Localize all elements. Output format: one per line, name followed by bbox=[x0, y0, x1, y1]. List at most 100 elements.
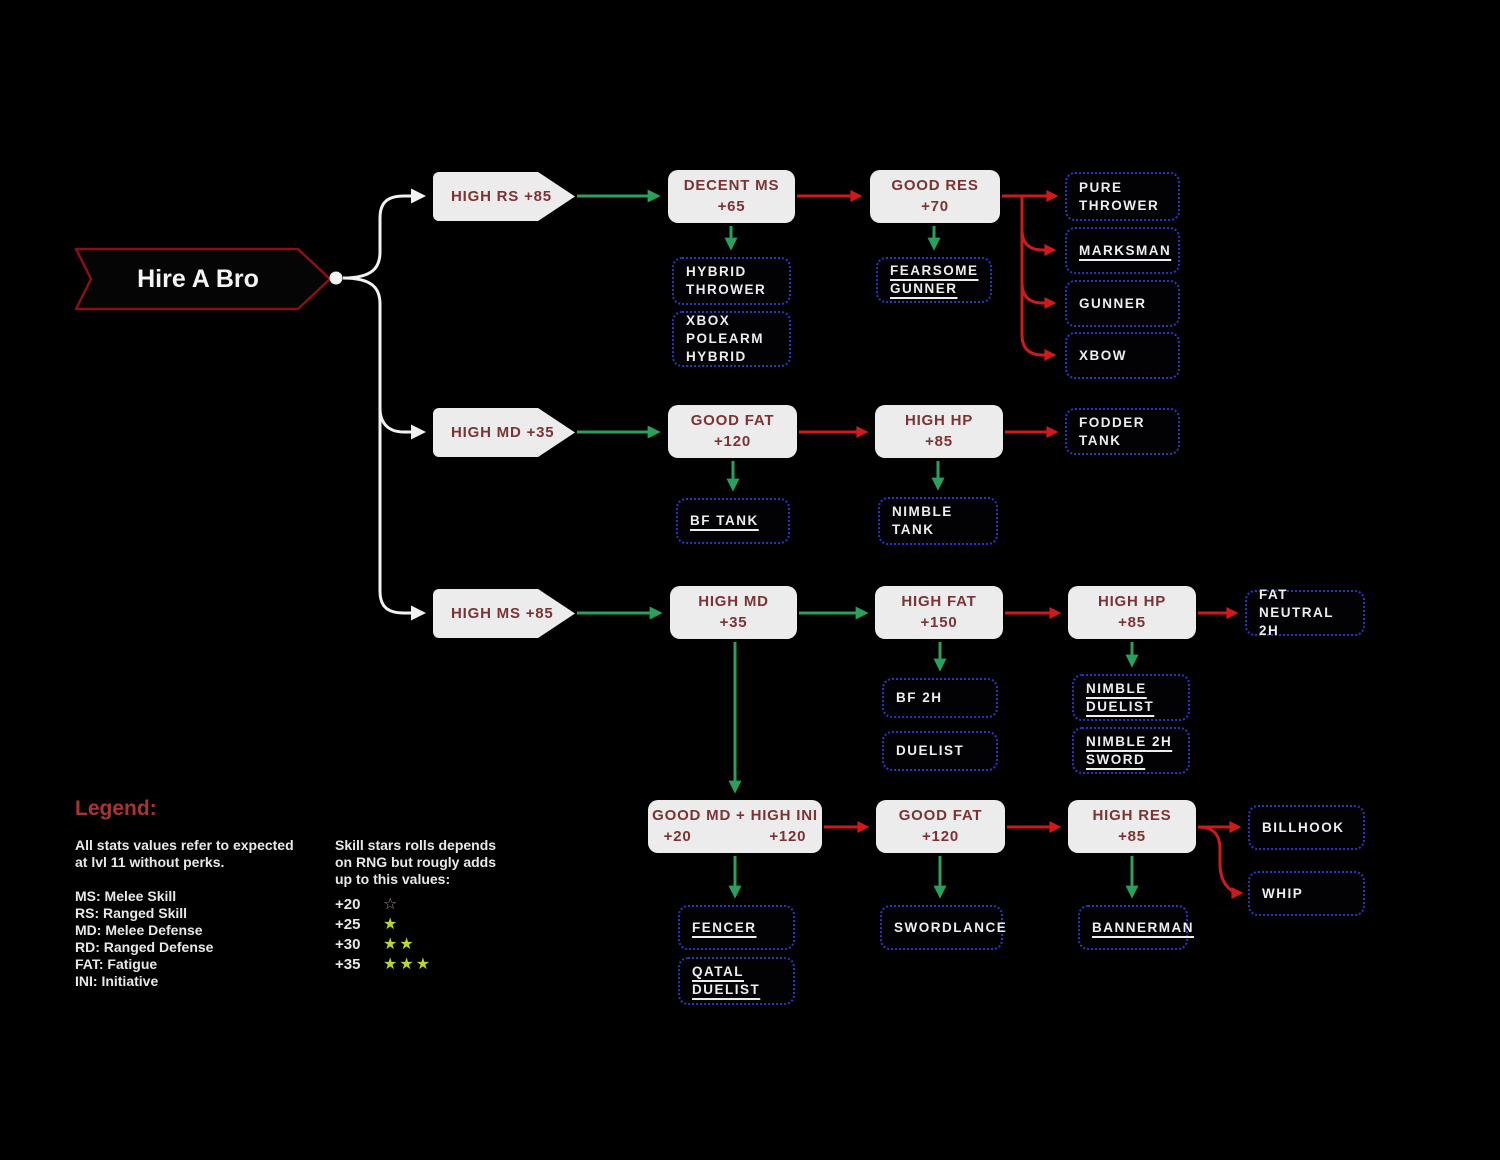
node-high-rs-label: HIGH RS +85 bbox=[451, 188, 552, 205]
outcome-nimble-tank-label: NIMBLE TANK bbox=[892, 504, 953, 537]
star-filled-icon-3: ★★★ bbox=[383, 956, 433, 973]
outcome-bannerman-label: BANNERMAN bbox=[1092, 919, 1194, 935]
outcome-pure-thrower: PURE THROWER bbox=[1065, 172, 1180, 221]
root-label: Hire A Bro bbox=[137, 264, 259, 293]
outcome-gunner: GUNNER bbox=[1065, 280, 1180, 327]
star-value-35: +35 bbox=[335, 955, 361, 973]
outcome-nimble-2h-sword: NIMBLE 2H SWORD bbox=[1072, 727, 1190, 774]
star-filled-icon-2: ★★ bbox=[383, 936, 416, 953]
node-good-md-high-ini-values: +20 +120 bbox=[664, 827, 807, 847]
node-high-hp-row3-title: HIGH HP bbox=[1097, 593, 1167, 611]
outcome-duelist: DUELIST bbox=[882, 731, 998, 771]
node-decent-ms: DECENT MS +65 bbox=[668, 170, 795, 223]
outcome-marksman: MARKSMAN bbox=[1065, 227, 1180, 274]
outcome-qatal-duelist-label: QATAL DUELIST bbox=[692, 964, 761, 997]
outcome-fodder-tank-label: FODDER TANK bbox=[1079, 414, 1145, 448]
node-good-fat-row2-value: +120 bbox=[714, 432, 751, 450]
outcome-bf-2h-label: BF 2H bbox=[896, 690, 943, 706]
legend-heading: Legend: bbox=[75, 797, 157, 820]
legend-stars-note: Skill stars rolls depends on RNG but rou… bbox=[335, 837, 497, 887]
red-arrows bbox=[797, 190, 1244, 899]
node-high-res: HIGH RES +85 bbox=[1068, 800, 1196, 853]
outcome-bannerman: BANNERMAN bbox=[1078, 905, 1193, 950]
outcome-pure-thrower-label: PURE THROWER bbox=[1079, 179, 1160, 213]
outcome-whip: WHIP bbox=[1248, 871, 1365, 916]
outcome-nimble-duelist: NIMBLE DUELIST bbox=[1072, 674, 1190, 721]
outcome-bf-tank-label: BF TANK bbox=[690, 513, 759, 529]
outcome-xbox-polearm-hybrid: XBOX POLEARM HYBRID bbox=[672, 311, 791, 367]
node-high-ini-value: +120 bbox=[769, 827, 807, 845]
node-good-md-high-ini: GOOD MD + HIGH INI +20 +120 bbox=[648, 800, 822, 853]
node-good-fat-row4-value: +120 bbox=[922, 827, 959, 845]
root-node-hire-a-bro: Hire A Bro bbox=[80, 246, 316, 312]
node-good-fat-row4: GOOD FAT +120 bbox=[876, 800, 1005, 853]
outcome-fearsome-gunner-label: FEARSOME GUNNER bbox=[890, 263, 979, 296]
outcome-swordlance: SWORDLANCE bbox=[880, 905, 1006, 950]
outcome-gunner-label: GUNNER bbox=[1079, 295, 1147, 311]
legend-star-row-35: +35 ★★★ bbox=[335, 954, 432, 974]
node-good-res: GOOD RES +70 bbox=[870, 170, 1000, 223]
node-good-fat-row2: GOOD FAT +120 bbox=[668, 405, 797, 458]
outcome-xbox-polearm-hybrid-label: XBOX POLEARM HYBRID bbox=[686, 313, 764, 364]
legend-star-row-25: +25 ★ bbox=[335, 914, 399, 934]
outcome-fat-neutral-2h: FAT NEUTRAL 2H bbox=[1245, 587, 1365, 638]
node-good-res-value: +70 bbox=[921, 197, 949, 215]
node-good-md-value: +20 bbox=[663, 827, 692, 845]
star-value-30: +30 bbox=[335, 935, 361, 953]
outcome-fencer: FENCER bbox=[678, 905, 795, 950]
outcome-duelist-label: DUELIST bbox=[896, 743, 965, 759]
node-high-res-title: HIGH RES bbox=[1092, 807, 1172, 825]
node-high-fat-title: HIGH FAT bbox=[901, 593, 977, 611]
legend-note: All stats values refer to expected at lv… bbox=[75, 837, 294, 870]
node-good-fat-row2-title: GOOD FAT bbox=[690, 412, 775, 430]
star-filled-icon-1: ★ bbox=[383, 916, 400, 933]
node-high-fat-value: +150 bbox=[920, 613, 958, 631]
outcome-billhook: BILLHOOK bbox=[1248, 805, 1365, 850]
star-outline-icon: ☆ bbox=[383, 896, 398, 913]
node-high-fat: HIGH FAT +150 bbox=[875, 586, 1003, 639]
node-decent-ms-title: DECENT MS bbox=[683, 177, 780, 195]
white-connectors bbox=[342, 188, 426, 621]
node-high-res-value: +85 bbox=[1118, 827, 1146, 845]
legend-abbreviations: MS: Melee Skill RS: Ranged Skill MD: Mel… bbox=[75, 888, 214, 989]
outcome-xbow: XBOW bbox=[1065, 332, 1180, 379]
node-high-md-row2-label: HIGH MD +35 bbox=[451, 424, 555, 441]
outcome-fencer-label: FENCER bbox=[692, 919, 757, 935]
outcome-bf-tank: BF TANK bbox=[676, 498, 790, 544]
outcome-whip-label: WHIP bbox=[1262, 885, 1304, 901]
outcome-nimble-duelist-label: NIMBLE DUELIST bbox=[1086, 680, 1155, 714]
legend-star-row-30: +30 ★★ bbox=[335, 934, 416, 954]
node-good-fat-row4-title: GOOD FAT bbox=[898, 807, 983, 825]
root-connector-dot bbox=[329, 271, 343, 285]
node-high-md-row3: HIGH MD +35 bbox=[670, 586, 797, 639]
outcome-swordlance-label: SWORDLANCE bbox=[894, 919, 1008, 935]
banner-shape bbox=[74, 247, 343, 311]
node-decent-ms-value: +65 bbox=[717, 197, 746, 215]
outcome-nimble-tank: NIMBLE TANK bbox=[878, 497, 998, 545]
node-high-ms-label: HIGH MS +85 bbox=[451, 605, 554, 622]
outcome-nimble-2h-sword-label: NIMBLE 2H SWORD bbox=[1086, 733, 1173, 767]
star-value-20: +20 bbox=[335, 895, 361, 913]
outcome-fearsome-gunner: FEARSOME GUNNER bbox=[876, 257, 992, 303]
outcome-billhook-label: BILLHOOK bbox=[1262, 819, 1345, 835]
green-arrows bbox=[577, 189, 1139, 899]
star-value-25: +25 bbox=[335, 915, 361, 933]
outcome-xbow-label: XBOW bbox=[1079, 347, 1127, 363]
node-high-hp-row3: HIGH HP +85 bbox=[1068, 586, 1196, 639]
node-high-hp-row3-value: +85 bbox=[1118, 613, 1146, 631]
node-high-hp-row2: HIGH HP +85 bbox=[875, 405, 1003, 458]
node-good-res-title: GOOD RES bbox=[891, 177, 979, 195]
node-high-md-row3-title: HIGH MD bbox=[698, 593, 769, 611]
outcome-fodder-tank: FODDER TANK bbox=[1065, 408, 1180, 455]
node-high-hp-row2-title: HIGH HP bbox=[904, 412, 974, 430]
outcome-hybrid-thrower-label: HYBRID THROWER bbox=[686, 264, 767, 297]
outcome-hybrid-thrower: HYBRID THROWER bbox=[672, 257, 791, 305]
node-high-hp-row2-value: +85 bbox=[925, 432, 953, 450]
outcome-bf-2h: BF 2H bbox=[882, 678, 998, 718]
outcome-fat-neutral-2h-label: FAT NEUTRAL 2H bbox=[1259, 587, 1334, 638]
outcome-qatal-duelist: QATAL DUELIST bbox=[678, 957, 795, 1005]
node-high-md-row3-value: +35 bbox=[719, 613, 748, 631]
legend-star-row-20: +20 ☆ bbox=[335, 894, 397, 914]
